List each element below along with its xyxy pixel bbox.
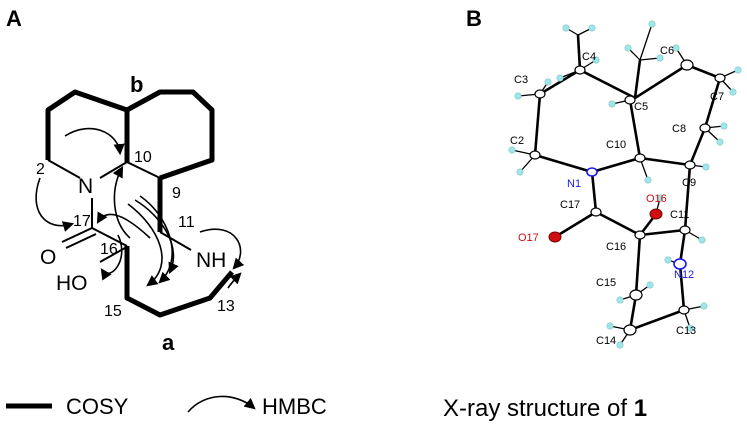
label-o17: O17 <box>518 232 539 244</box>
structure-diagram: N NH O HO 2 10 9 17 11 16 15 13 b a <box>35 72 245 355</box>
nitrogen-n1 <box>586 167 598 177</box>
label-n12: N12 <box>674 269 694 281</box>
label-c8: C8 <box>672 123 686 135</box>
ring-label-a: a <box>162 330 175 355</box>
label-c11: C11 <box>670 209 689 221</box>
label-c5: C5 <box>634 101 648 113</box>
panel-label-a: A <box>6 6 22 31</box>
xray-caption: X-ray structure of 1 <box>443 395 647 422</box>
label-c13: C13 <box>676 325 696 337</box>
caption-compound-number: 1 <box>634 395 647 422</box>
oxygen-o17 <box>548 231 562 243</box>
caption-prefix: X-ray structure of <box>443 395 634 422</box>
xray-labels: C2 C3 C4 C5 C6 C7 C8 C9 C10 N1 C17 O16 O… <box>510 45 724 347</box>
nitrogen-n12 <box>673 258 687 270</box>
label-c10: C10 <box>606 139 626 151</box>
panel-label-b: B <box>466 6 482 31</box>
label-c15: C15 <box>596 277 616 289</box>
label-c17: C17 <box>560 199 580 211</box>
label-c6: C6 <box>660 45 674 57</box>
label-c4: C4 <box>582 51 596 63</box>
atom-n1: N <box>78 175 93 198</box>
xray-carbons <box>529 59 726 336</box>
atom-o: O <box>40 246 56 269</box>
num-13: 13 <box>217 298 235 315</box>
xray-structure: C2 C3 C4 C5 C6 C7 C8 C9 C10 N1 C17 O16 O… <box>508 20 742 349</box>
num-15: 15 <box>104 303 122 320</box>
legend: COSY HMBC <box>6 394 327 419</box>
label-c16: C16 <box>606 241 626 253</box>
oxygen-o16 <box>649 208 663 220</box>
label-n1: N1 <box>567 178 581 190</box>
xray-hydrogens <box>508 20 742 349</box>
hmbc-legend-arrow <box>187 395 256 413</box>
label-c7: C7 <box>710 91 724 103</box>
hmbc-arrows <box>35 127 245 289</box>
label-c9: C9 <box>682 177 696 189</box>
atom-nh: NH <box>196 249 226 272</box>
label-c14: C14 <box>596 335 616 347</box>
ring-label-b: b <box>130 72 143 97</box>
label-c2: C2 <box>510 135 524 147</box>
num-9: 9 <box>172 185 181 202</box>
num-11: 11 <box>178 214 195 231</box>
hmbc-legend-label: HMBC <box>262 394 327 419</box>
label-c3: C3 <box>514 74 528 86</box>
num-2: 2 <box>36 161 45 178</box>
num-17: 17 <box>73 213 91 230</box>
skeleton-bonds <box>47 159 192 263</box>
label-o16: O16 <box>646 193 667 205</box>
num-16: 16 <box>100 241 118 258</box>
num-10: 10 <box>134 149 152 166</box>
cosy-legend-label: COSY <box>66 394 129 419</box>
atom-ho: HO <box>56 272 88 295</box>
